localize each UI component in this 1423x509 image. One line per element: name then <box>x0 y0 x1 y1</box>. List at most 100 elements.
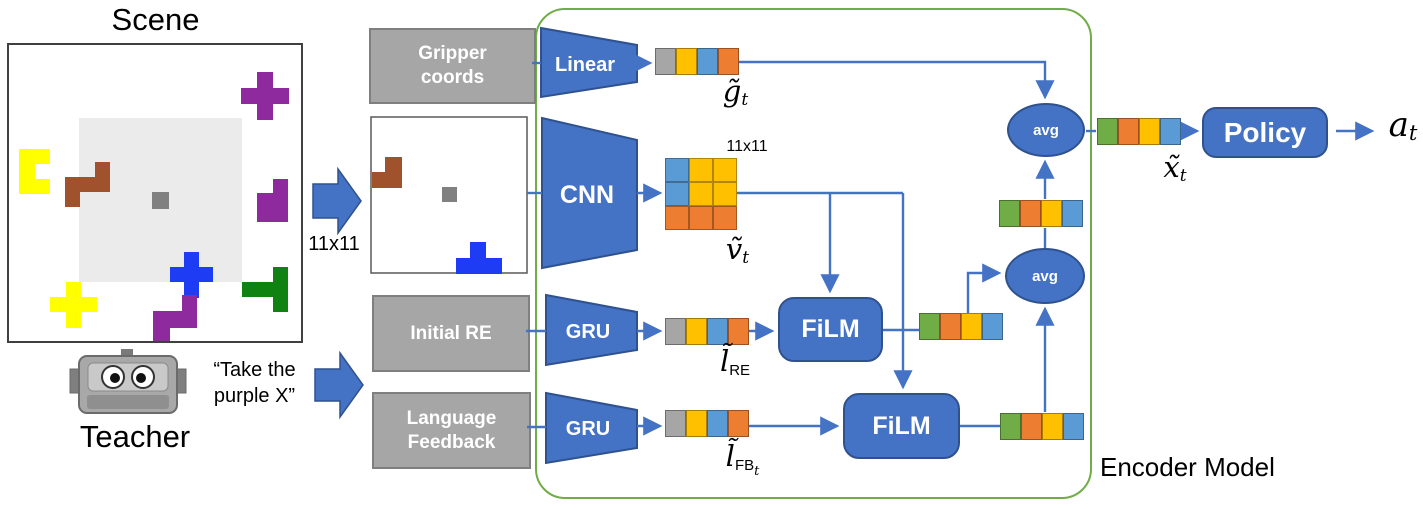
grid-cell-orange <box>713 206 737 230</box>
film-re-block: FiLM <box>778 297 883 362</box>
cnn-encoder: CNN <box>541 116 638 270</box>
token-cell-orange <box>940 313 961 340</box>
grid-cell-gold <box>689 158 713 182</box>
view-piece-brown <box>372 157 402 188</box>
avg-mid-output-token <box>999 200 1083 227</box>
token-cell-orange <box>1118 118 1139 145</box>
film-fb-block: FiLM <box>843 393 960 459</box>
initial-re-label: Initial RE <box>410 322 492 344</box>
initial-re-embedding-label: l̃RE <box>719 344 751 380</box>
scene-piece-brown-z <box>65 162 110 207</box>
token-cell-orange <box>1020 200 1041 227</box>
token-cell-blue <box>1062 200 1083 227</box>
gru-fb-label: GRU <box>566 418 610 440</box>
grid-cell-gold <box>713 158 737 182</box>
scene-piece-yellow-plus <box>50 282 97 328</box>
teacher-label: Teacher <box>79 419 191 454</box>
encoder-model-box <box>535 8 1092 499</box>
token-cell-gold <box>1041 200 1062 227</box>
token-cell-green <box>919 313 940 340</box>
gripper-line-1: Gripper <box>418 43 487 65</box>
final-embedding-label: x̃t <box>1163 150 1187 187</box>
avg-mid-node: avg <box>1005 248 1085 304</box>
initial-re-box: Initial RE <box>372 295 530 372</box>
view-gripper-square <box>442 187 457 202</box>
policy-block: Policy <box>1202 107 1328 158</box>
scene-piece-purple-plus <box>241 72 289 120</box>
scene-graphic <box>7 43 303 343</box>
token-cell-gold <box>1139 118 1160 145</box>
language-line-2: Feedback <box>407 431 496 453</box>
vision-embedding-label: ṽt <box>725 232 750 269</box>
scene-piece-blue-plus <box>170 252 213 298</box>
action-output-label: at <box>1388 105 1418 146</box>
cnn-feature-grid <box>665 158 737 230</box>
avg-top-node: avg <box>1007 103 1085 157</box>
token-cell-orange <box>728 318 749 345</box>
scene-gripper-square <box>152 192 169 209</box>
language-line-1: Language <box>406 407 497 429</box>
scene-piece-purple-s <box>153 295 197 341</box>
linear-label: Linear <box>555 54 615 76</box>
token-cell-blue <box>707 410 728 437</box>
token-cell-green <box>999 200 1020 227</box>
gru-re-encoder: GRU <box>545 293 638 367</box>
linear-encoder: Linear <box>540 26 638 99</box>
scene-piece-green-t <box>242 267 288 312</box>
language-feedback-box: Language Feedback <box>372 392 531 469</box>
token-cell-orange <box>718 48 739 75</box>
gru-re-label: GRU <box>566 321 610 343</box>
gru-fb-encoder: GRU <box>545 391 638 465</box>
token-cell-green <box>1000 413 1021 440</box>
teacher-speech: “Take the purple X” <box>197 357 312 409</box>
token-cell-green <box>1097 118 1118 145</box>
token-cell-gold <box>1042 413 1063 440</box>
token-cell-blue <box>697 48 718 75</box>
token-cell-orange <box>1021 413 1042 440</box>
teacher-to-encoder-arrow <box>314 350 364 420</box>
token-cell-blue <box>1063 413 1084 440</box>
feedback-embedding-label: l̃FBt <box>725 439 760 480</box>
downsample-size-label: 11x11 <box>308 233 360 255</box>
scene-title: Scene <box>111 2 200 37</box>
grid-cell-gold <box>713 182 737 206</box>
grid-cell-orange <box>665 206 689 230</box>
token-cell-gray <box>655 48 676 75</box>
feedback-embedding-token <box>665 410 749 437</box>
token-cell-gray <box>665 318 686 345</box>
encoder-model-label: Encoder Model <box>1100 452 1275 482</box>
grid-cell-gold <box>689 182 713 206</box>
grid-cell-orange <box>689 206 713 230</box>
token-cell-blue <box>982 313 1003 340</box>
connector-lines <box>526 53 1375 436</box>
token-cell-gold <box>686 410 707 437</box>
gripper-embedding-label: g̃t <box>722 74 749 111</box>
scene-to-encoder-arrow <box>312 166 362 236</box>
initial-re-embedding-token <box>665 318 749 345</box>
speech-line-2: purple X” <box>213 385 296 407</box>
cropped-view-graphic <box>370 116 528 274</box>
gripper-coords-box: Gripper coords <box>369 28 536 104</box>
gripper-line-2: coords <box>420 67 485 88</box>
scene-piece-yellow-c <box>19 149 50 194</box>
token-cell-orange <box>728 410 749 437</box>
token-cell-gold <box>686 318 707 345</box>
token-cell-gold <box>676 48 697 75</box>
token-cell-gray <box>665 410 686 437</box>
cnn-grid-size-label: 11x11 <box>726 138 768 155</box>
token-cell-blue <box>1160 118 1181 145</box>
speech-line-1: “Take the <box>213 359 296 381</box>
gripper-embedding-token <box>655 48 739 75</box>
final-embedding-token <box>1097 118 1181 145</box>
grid-cell-blue <box>665 158 689 182</box>
token-cell-blue <box>707 318 728 345</box>
token-cell-gold <box>961 313 982 340</box>
cnn-label: CNN <box>560 181 614 209</box>
grid-cell-blue <box>665 182 689 206</box>
scene-piece-purple-p <box>257 179 288 222</box>
film-re-output-token <box>919 313 1003 340</box>
robot-teacher-icon <box>69 349 187 414</box>
view-piece-blue-t <box>456 242 502 274</box>
